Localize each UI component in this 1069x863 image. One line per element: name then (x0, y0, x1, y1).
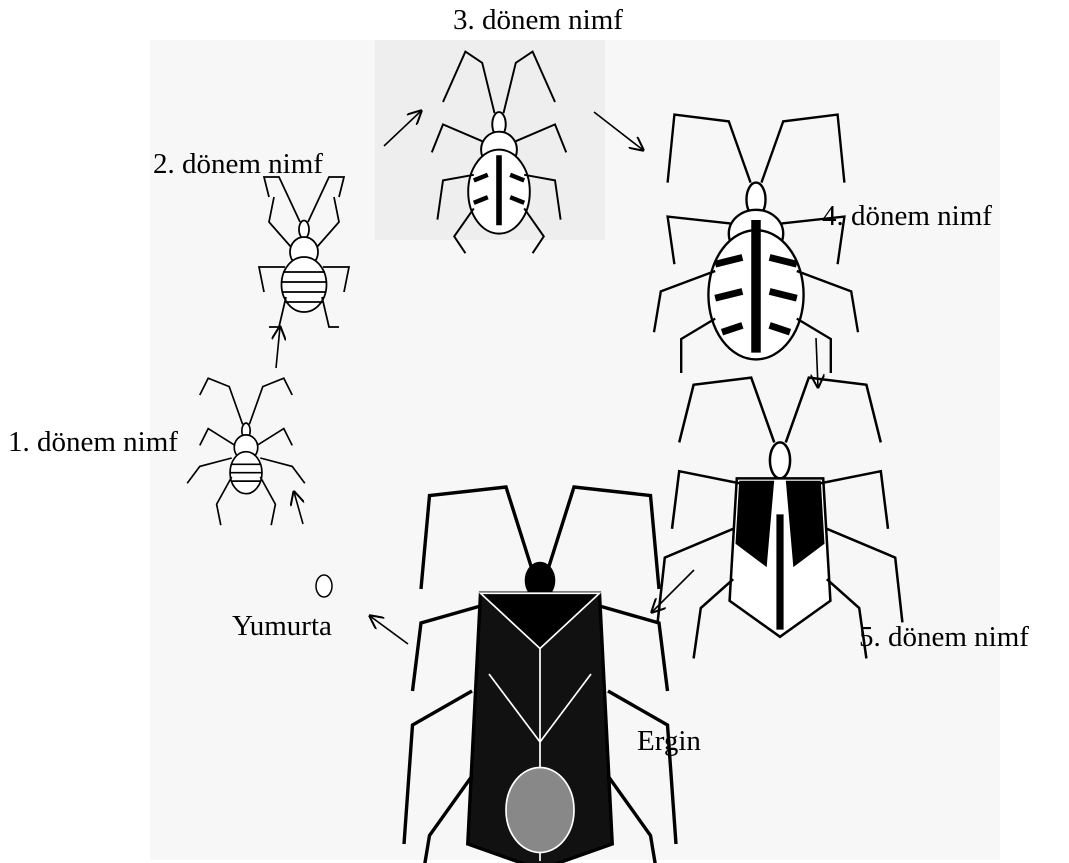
label-adult: Ergin (637, 727, 701, 756)
adult-bug-icon (404, 487, 676, 863)
label-stage1: 1. dönem nimf (8, 428, 178, 457)
label-stage5: 5. dönem nimf (859, 623, 1029, 652)
nymph-stage5-icon (658, 378, 903, 659)
cycle-arrow-icon (594, 112, 643, 150)
label-stage4: 4. dönem nimf (822, 202, 992, 231)
cycle-arrow-icon (370, 616, 408, 644)
cycle-arrow-icon (294, 492, 303, 524)
egg-icon (316, 575, 332, 597)
nymph-stage2-icon (259, 177, 349, 327)
label-egg: Yumurta (232, 612, 332, 641)
nymph-stage1-icon (187, 378, 305, 525)
label-stage2: 2. dönem nimf (153, 150, 323, 179)
cycle-arrow-icon (276, 327, 280, 368)
nymph-stage4-icon (654, 115, 858, 373)
nymph-stage3-icon (432, 52, 566, 254)
label-stage3: 3. dönem nimf (453, 6, 623, 35)
cycle-arrow-icon (384, 111, 421, 146)
